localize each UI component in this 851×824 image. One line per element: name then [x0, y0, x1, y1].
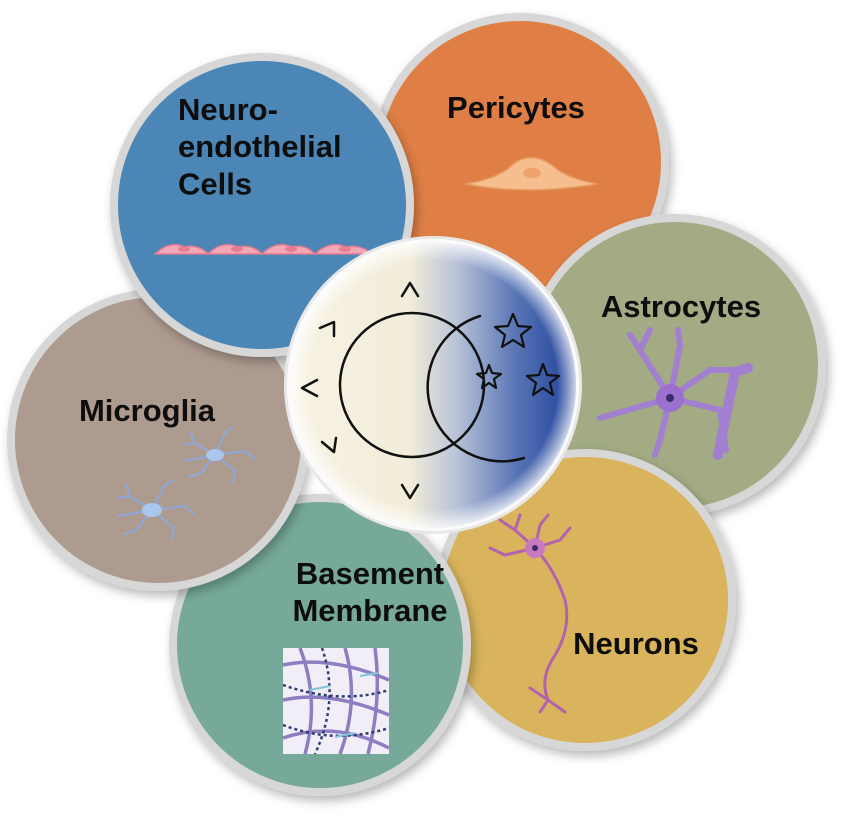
petal-neurons-label-line: Neurons	[573, 626, 699, 661]
membrane-fibers-icon	[282, 647, 390, 755]
center-circle	[284, 236, 582, 534]
petal-neurons-label: Neurons	[573, 626, 699, 661]
petal-basement-membrane-label-line: Basement	[296, 556, 444, 591]
petal-pericytes: Pericytes	[371, 13, 669, 311]
petal-neuro-endothelial-cells-label-line: Neuro-	[178, 92, 278, 127]
petal-basement-membrane-disc	[169, 494, 471, 796]
microglia-soma-1	[206, 449, 224, 461]
star-icons	[475, 312, 561, 397]
petal-astrocytes-label-line: Astrocytes	[601, 289, 761, 324]
astrocyte-cell-icon	[597, 327, 753, 460]
microglia-soma-2	[142, 503, 162, 517]
petal-microglia-label-line: Microglia	[79, 393, 216, 428]
petal-microglia-label: Microglia	[79, 393, 216, 428]
neuron-nucleus	[532, 545, 538, 551]
petal-basement-membrane-label-line: Membrane	[292, 593, 447, 628]
astrocyte-nucleus	[666, 394, 674, 402]
petal-pericytes-label: Pericytes	[447, 90, 585, 125]
petal-neuro-endothelial-cells-label-line: endothelial	[178, 129, 342, 164]
petal-neuro-endothelial-cells-label-line: Cells	[178, 166, 252, 201]
endothelial-nuclei	[178, 246, 351, 252]
petal-astrocytes-label: Astrocytes	[601, 289, 761, 324]
pericyte-cell-icon	[464, 156, 599, 191]
sun-moon-icon	[300, 281, 526, 500]
petal-pericytes-label-line: Pericytes	[447, 90, 585, 125]
